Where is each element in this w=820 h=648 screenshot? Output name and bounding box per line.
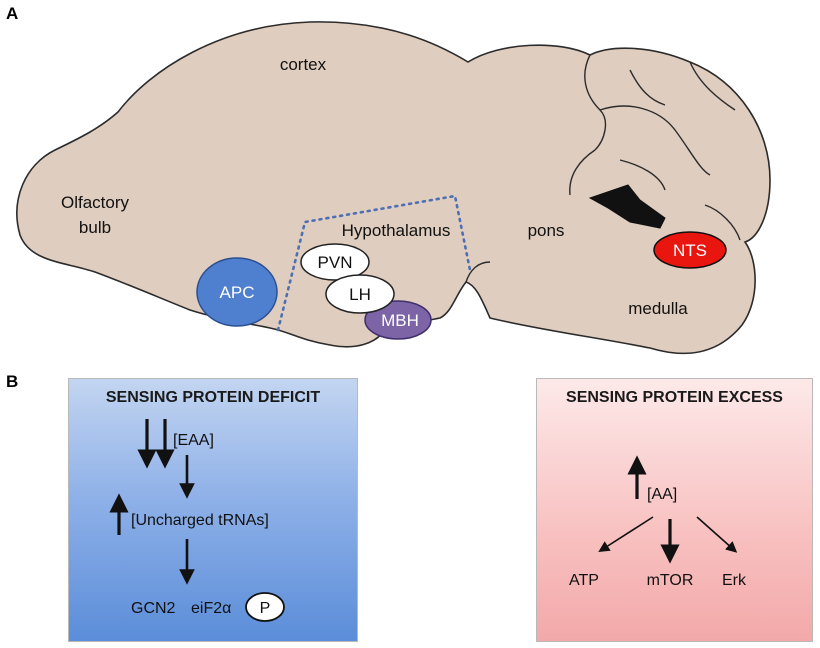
panel-label-b: B: [6, 372, 19, 391]
phospho-label: P: [260, 600, 271, 617]
mbh-label: MBH: [381, 311, 419, 330]
cerebellum-fold-6: [619, 159, 666, 191]
nts-label: NTS: [673, 241, 707, 260]
deficit-title: SENSING PROTEIN DEFICIT: [105, 389, 321, 406]
deficit-pathway: [EAA] [Uncharged tRNAs] GCN2 eiF2α P: [109, 419, 285, 622]
apc-region: [196, 257, 278, 327]
cerebellum-fold-5: [569, 149, 596, 196]
olfactory-bulb-label-line2: bulb: [79, 218, 111, 237]
hypothalamus-label: Hypothalamus: [342, 221, 451, 240]
cerebellum-fold-1: [584, 54, 607, 151]
uncharged-trna-label: [Uncharged tRNAs]: [131, 512, 269, 529]
erk-label: Erk: [722, 572, 747, 589]
panel-label-a: A: [6, 4, 19, 23]
erk-arrow: [696, 516, 738, 553]
pvn-label: PVN: [318, 253, 353, 272]
lh-label: LH: [349, 285, 371, 304]
eaa-label: [EAA]: [173, 432, 214, 449]
cerebellum-fold-2: [599, 105, 711, 176]
brain-sagittal-diagram: APC PVN MBH LH NTS cortex Olfactory bulb…: [16, 21, 771, 355]
lh-region: [325, 274, 395, 314]
medulla-label: medulla: [628, 299, 688, 318]
cerebellum-fold-4: [689, 61, 736, 111]
mtor-label: mTOR: [647, 572, 694, 589]
atp-label: ATP: [569, 572, 599, 589]
brainstem-groove: [465, 261, 491, 283]
fourth-ventricle: [588, 184, 666, 229]
excess-title: SENSING PROTEIN EXCESS: [566, 389, 783, 406]
olfactory-bulb-label-line1: Olfactory: [61, 193, 130, 212]
protein-deficit-panel: SENSING PROTEIN DEFICIT [EAA] [Uncharged…: [68, 378, 358, 642]
gcn2-label: GCN2: [131, 600, 176, 617]
excess-pathway: [AA] ATP mTOR Erk: [569, 455, 747, 589]
hypothalamus-outline: [276, 194, 472, 332]
mbh-region: [364, 300, 432, 340]
cerebellum-fold-3: [629, 69, 666, 106]
pons-label: pons: [528, 221, 565, 240]
eif2a-label: eiF2α: [191, 600, 231, 617]
atp-arrow: [598, 516, 654, 553]
pvn-region: [300, 243, 370, 281]
apc-label: APC: [220, 283, 255, 302]
cerebellum-fold-7: [704, 204, 741, 241]
aa-label: [AA]: [647, 486, 677, 503]
protein-excess-panel: SENSING PROTEIN EXCESS [AA] ATP mTOR Erk: [536, 378, 813, 642]
cortex-label: cortex: [280, 55, 327, 74]
nts-region: [653, 231, 727, 269]
phospho-marker: [245, 592, 285, 622]
